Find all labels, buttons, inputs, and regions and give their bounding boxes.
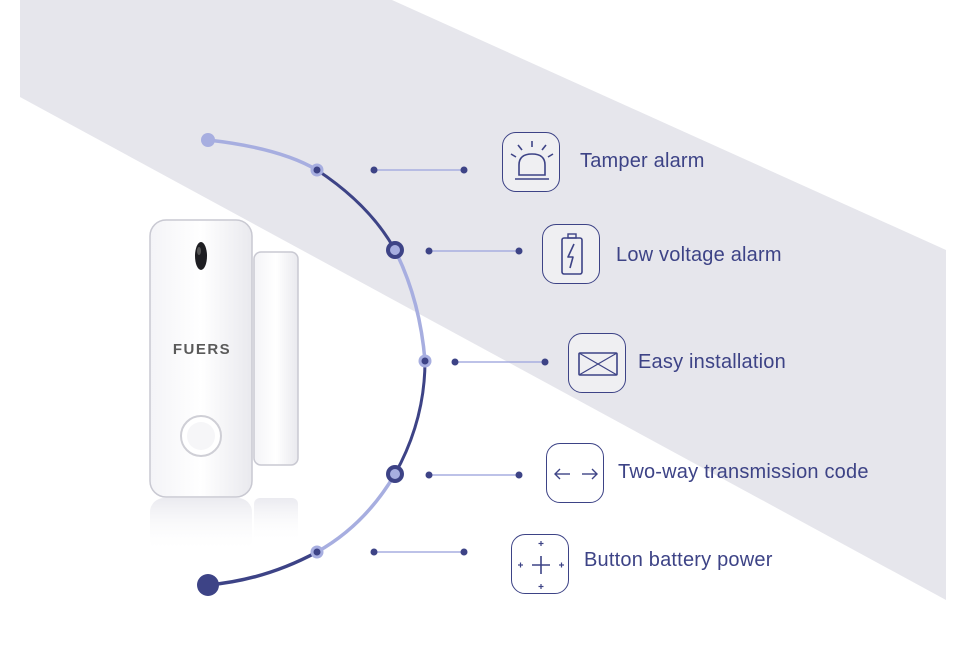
siren-icon [502, 132, 560, 192]
feature-label-easy-installation: Easy installation [638, 351, 786, 373]
magnet-body [253, 251, 299, 466]
arc-node-2 [386, 241, 404, 259]
sensor-body [149, 219, 253, 498]
arc-segment-bottom [207, 550, 318, 587]
diagonal-band [20, 0, 946, 600]
arc-segment-4 [316, 473, 397, 554]
connector-4 [425, 471, 523, 479]
arc-node-5 [310, 545, 324, 559]
arc-node-1 [310, 163, 324, 177]
connector-1 [370, 166, 468, 174]
arc-node-4 [386, 465, 404, 483]
arc-start-dot [201, 133, 215, 147]
connector-5 [370, 548, 468, 556]
device-reflection [150, 498, 252, 553]
feature-label-button-battery-power: Button battery power [584, 549, 773, 571]
feature-label-two-way-transmission: Two-way transmission code [618, 461, 869, 483]
crosshair-icon [511, 534, 569, 594]
two-way-arrows-icon [546, 443, 604, 503]
arc-segment-top [207, 138, 318, 172]
arc-segment-3 [393, 360, 427, 475]
magnet-reflection [254, 498, 298, 543]
arc-segment-2 [393, 249, 427, 362]
device-button-inner [187, 422, 215, 450]
brand-logo: FUERS [172, 341, 232, 358]
arc-end-dot [197, 574, 219, 596]
arc-node-3 [418, 354, 432, 368]
led-indicator [195, 242, 207, 270]
feature-label-low-voltage-alarm: Low voltage alarm [616, 244, 782, 266]
led-shine [197, 247, 201, 255]
arc-segment-1 [316, 168, 397, 251]
battery-icon [542, 224, 600, 284]
connector-2 [425, 247, 523, 255]
envelope-icon [568, 333, 626, 393]
feature-label-tamper-alarm: Tamper alarm [580, 150, 705, 172]
connector-3 [451, 358, 549, 366]
